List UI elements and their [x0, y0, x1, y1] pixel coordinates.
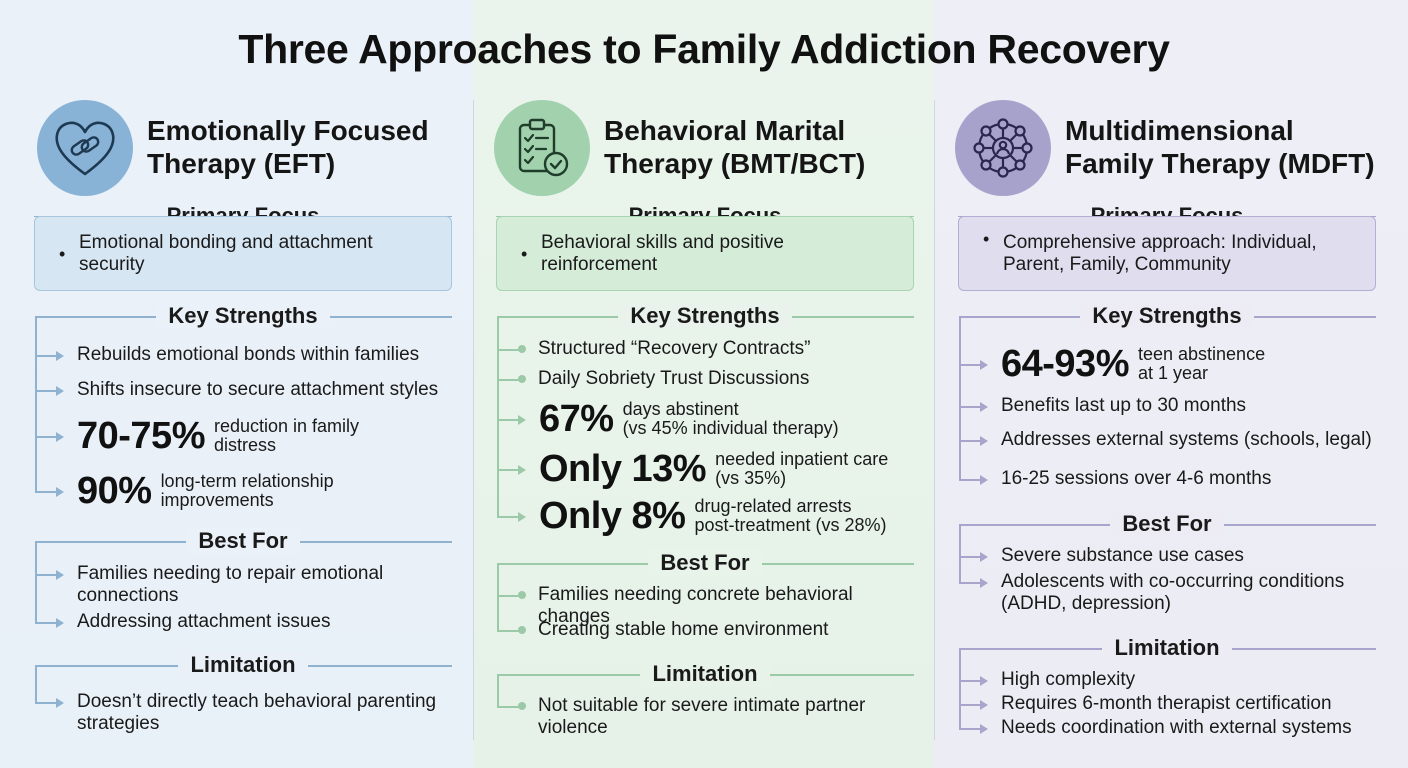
primary-focus-text: Emotional bonding and attachment securit…	[79, 231, 373, 275]
column-mdft: Multidimensional Family Therapy (MDFT) P…	[955, 0, 1376, 768]
title-line: Therapy (EFT)	[147, 148, 336, 179]
primary-focus-box: • Comprehensive approach: Individual, Pa…	[958, 216, 1376, 291]
column-bmt: Behavioral Marital Therapy (BMT/BCT) Pri…	[494, 0, 914, 768]
column-divider	[473, 100, 474, 740]
primary-focus-box: • Behavioral skills and positive reinfor…	[496, 216, 914, 291]
key-strengths-heading: Key Strengths	[496, 301, 914, 331]
stat-value: 67%	[539, 397, 614, 440]
network-icon	[955, 100, 1051, 196]
column-title: Behavioral Marital Therapy (BMT/BCT)	[604, 114, 934, 180]
best-for-heading: Best For	[958, 509, 1376, 539]
checklist-icon	[494, 100, 590, 196]
primary-focus-box: • Emotional bonding and attachment secur…	[34, 216, 452, 291]
stat-value: 70-75%	[77, 414, 205, 457]
heart-link-icon	[37, 100, 133, 196]
primary-focus-text: Comprehensive approach: Individual, Pare…	[1003, 231, 1317, 275]
title-line: Behavioral Marital	[604, 115, 846, 146]
limitation-heading: Limitation	[496, 659, 914, 689]
stat-value: Only 13%	[539, 447, 707, 490]
primary-focus-text: Behavioral skills and positive reinforce…	[541, 231, 784, 275]
title-line: Therapy (BMT/BCT)	[604, 148, 866, 179]
stat-value: Only 8%	[539, 494, 686, 537]
key-strengths-heading: Key Strengths	[34, 301, 452, 331]
column-title: Emotionally Focused Therapy (EFT)	[147, 114, 477, 180]
key-strengths-tree	[34, 316, 452, 492]
column-title: Multidimensional Family Therapy (MDFT)	[1065, 114, 1395, 180]
bullet-icon: •	[521, 243, 528, 264]
bullet-icon: •	[59, 243, 66, 264]
title-line: Emotionally Focused	[147, 115, 429, 146]
key-strengths-heading: Key Strengths	[958, 301, 1376, 331]
limitation-heading: Limitation	[958, 633, 1376, 663]
page-title: Three Approaches to Family Addiction Rec…	[238, 26, 1170, 72]
column-eft: Emotionally Focused Therapy (EFT) Primar…	[34, 0, 452, 768]
limitation-heading: Limitation	[34, 650, 452, 680]
title-line: Family Therapy (MDFT)	[1065, 148, 1375, 179]
stat-value: 64-93%	[1001, 342, 1129, 385]
stat-value: 90%	[77, 469, 152, 512]
column-divider	[934, 100, 935, 740]
best-for-heading: Best For	[34, 526, 452, 556]
bullet-icon: •	[983, 228, 990, 249]
title-line: Multidimensional	[1065, 115, 1294, 146]
best-for-heading: Best For	[496, 548, 914, 578]
